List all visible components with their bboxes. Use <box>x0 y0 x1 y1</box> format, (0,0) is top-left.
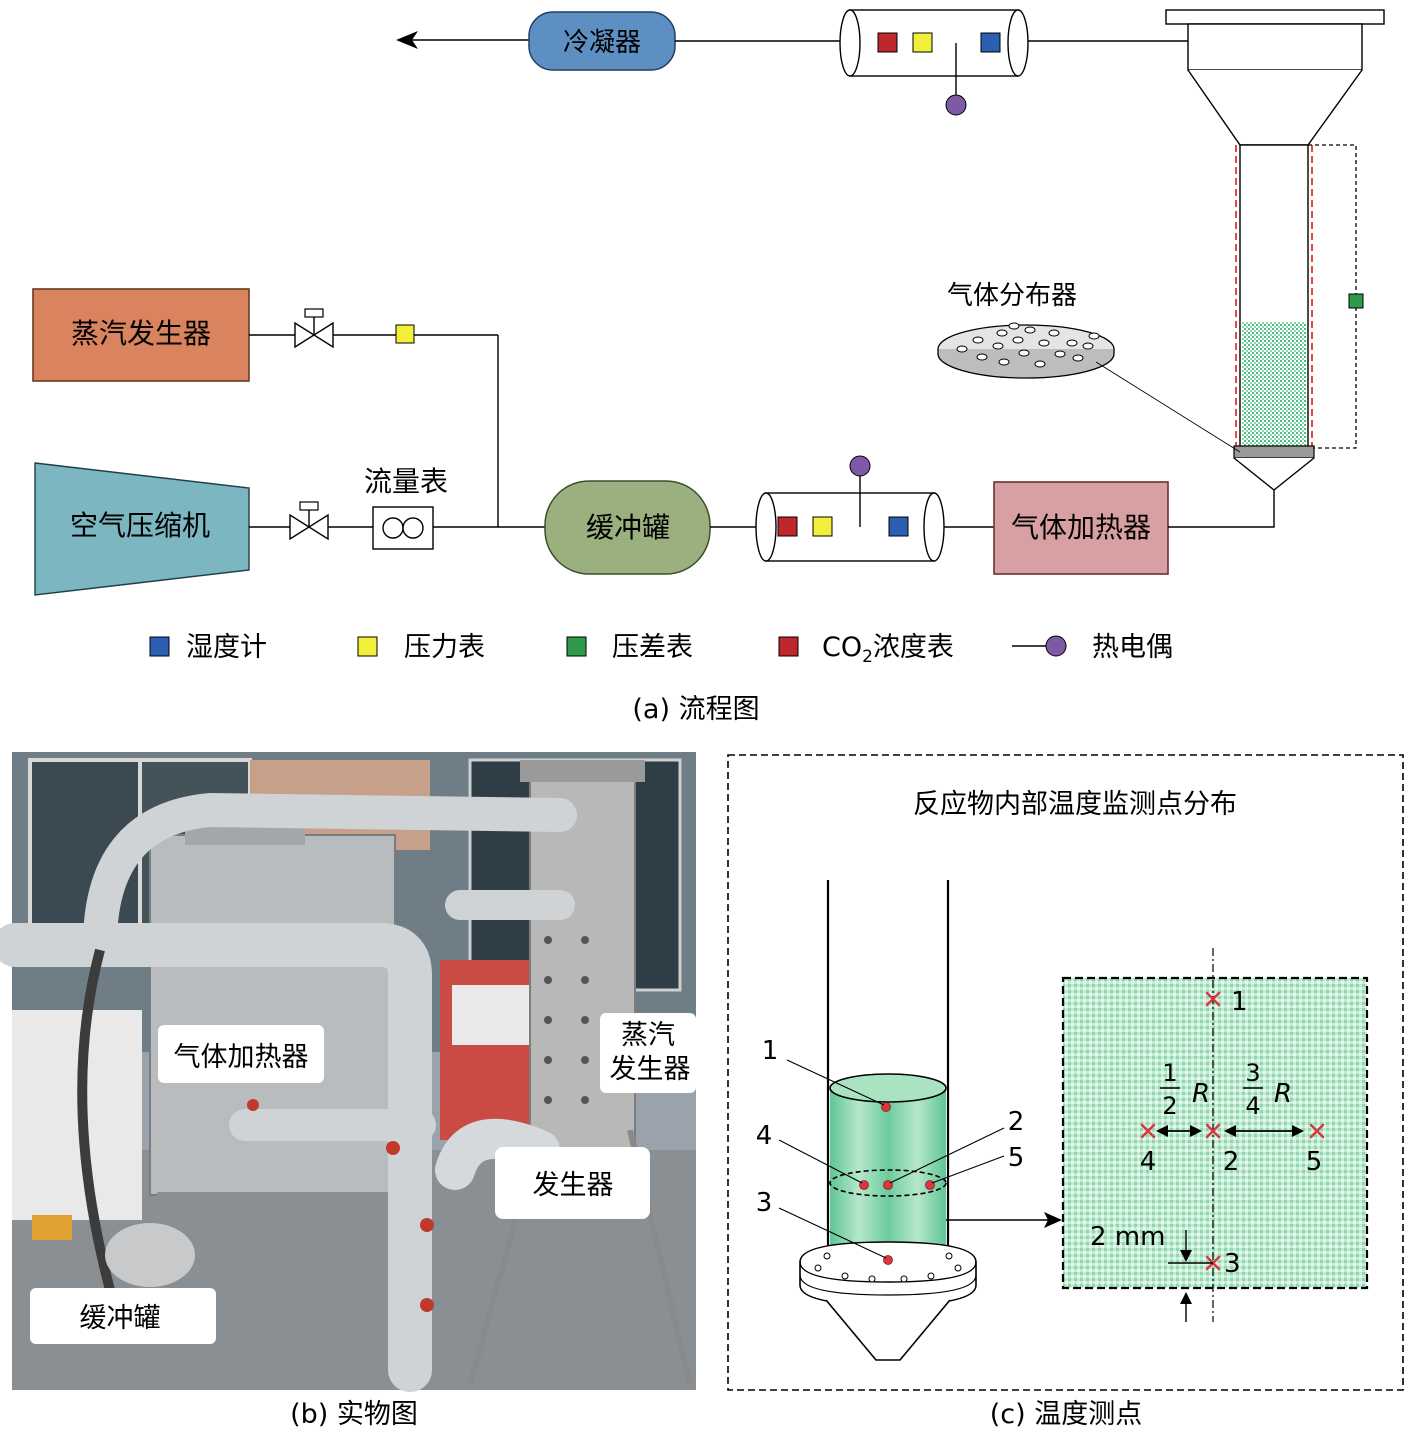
detail-label-4: 4 <box>1140 1147 1157 1177</box>
air-compressor-label: 空气压缩机 <box>70 509 210 542</box>
pressure-gauge-icon <box>912 32 933 53</box>
point-5-marker <box>925 1180 935 1190</box>
detail-point-5-marker <box>1309 1123 1325 1139</box>
detail-label-5: 5 <box>1306 1147 1323 1177</box>
bottom-measurement-pipe <box>755 455 945 562</box>
detail-label-3: 3 <box>1224 1249 1241 1279</box>
half-radius-label: 1 2 R <box>1160 1059 1210 1120</box>
thermocouple-icon <box>945 94 967 116</box>
reactor-bed <box>1242 322 1306 446</box>
panel-a-flowchart: 冷凝器 气体 <box>32 9 1385 596</box>
photo-steam-label-line1: 蒸汽 <box>621 1020 675 1051</box>
detail-point-4-marker <box>1140 1123 1156 1139</box>
gas-heater-label: 气体加热器 <box>1011 511 1151 544</box>
legend-thermocouple-icon <box>1045 635 1067 657</box>
reactor-column <box>1165 9 1385 491</box>
panel-c-title: 反应物内部温度监测点分布 <box>913 789 1237 820</box>
label-point-5: 5 <box>1008 1143 1025 1173</box>
flowmeter-label: 流量表 <box>364 465 448 498</box>
legend-pressure-icon <box>357 636 378 657</box>
steam-valve-icon <box>294 308 334 349</box>
legend-co2-icon <box>778 636 799 657</box>
humidity-sensor-icon <box>980 32 1001 53</box>
flange <box>799 1241 977 1361</box>
photo-generator-label: 发生器 <box>533 1170 614 1201</box>
legend-humidity-icon <box>149 636 170 657</box>
buffer-tank-label: 缓冲罐 <box>586 511 670 544</box>
label-point-3: 3 <box>756 1188 773 1218</box>
label-point-1: 1 <box>762 1036 779 1066</box>
caption-a: (a) 流程图 <box>632 694 759 725</box>
air-compressor-box <box>34 462 250 596</box>
detail-point-2-marker <box>1205 1123 1221 1139</box>
svg-text:R: R <box>1192 1079 1210 1109</box>
panel-b-photo: 气体加热器 蒸汽 发生器 发生器 缓冲罐 <box>0 752 696 1392</box>
detail-label-1: 1 <box>1231 987 1248 1017</box>
flowmeter-icon <box>372 506 434 550</box>
condenser-label: 冷凝器 <box>563 28 641 58</box>
legend-thermocouple-label: 热电偶 <box>1092 632 1173 663</box>
top-measurement-pipe <box>839 9 1029 116</box>
svg-text:1: 1 <box>1162 1059 1177 1087</box>
diff-pressure-gauge-icon <box>1348 293 1364 309</box>
detail-point-1-marker <box>1205 991 1221 1007</box>
gas-heater-box <box>993 481 1169 575</box>
legend-diff-pressure-icon <box>566 636 587 657</box>
panel-c-temperature-points: 反应物内部温度监测点分布 <box>727 754 1404 1391</box>
svg-text:3: 3 <box>1245 1059 1260 1087</box>
thermocouple-icon <box>849 455 871 477</box>
svg-text:4: 4 <box>1245 1092 1260 1120</box>
steam-generator-label: 蒸汽发生器 <box>71 317 211 350</box>
point-3-marker <box>883 1255 893 1265</box>
gas-distributor-icon <box>937 322 1115 379</box>
steam-generator-box <box>33 289 249 381</box>
legend-pressure-label: 压力表 <box>404 632 485 663</box>
exhaust-arrow-icon <box>396 31 418 49</box>
legend-humidity-label: 湿度计 <box>186 632 267 663</box>
offset-label: 2 mm <box>1090 1222 1165 1252</box>
point-1-marker <box>881 1102 891 1112</box>
caption-b: (b) 实物图 <box>290 1399 418 1430</box>
air-valve-icon <box>289 501 329 541</box>
photo-gas-heater-label: 气体加热器 <box>174 1042 309 1073</box>
photo-steam-label-line2: 发生器 <box>610 1054 691 1085</box>
legend: 湿度计 压力表 压差表 CO2浓度表 热电偶 <box>149 632 1173 667</box>
distributor-plate <box>1233 445 1315 459</box>
sample-top-ellipse <box>829 1073 947 1103</box>
svg-text:R: R <box>1274 1079 1292 1109</box>
svg-text:2: 2 <box>1162 1092 1177 1120</box>
label-point-4: 4 <box>756 1121 773 1151</box>
detail-arrow-icon <box>1044 1212 1062 1228</box>
caption-c: (c) 温度测点 <box>990 1399 1143 1430</box>
label-point-2: 2 <box>1008 1107 1025 1137</box>
co2-sensor-icon <box>877 32 898 53</box>
legend-co2-label: CO2浓度表 <box>822 632 954 667</box>
detail-label-2: 2 <box>1223 1147 1240 1177</box>
gas-distributor-label: 气体分布器 <box>947 281 1077 311</box>
photo-buffer-tank-label: 缓冲罐 <box>80 1303 161 1334</box>
legend-diff-pressure-label: 压差表 <box>612 632 693 663</box>
steam-pressure-gauge-icon <box>395 324 415 344</box>
three-quarter-radius-label: 3 4 R <box>1243 1059 1292 1120</box>
